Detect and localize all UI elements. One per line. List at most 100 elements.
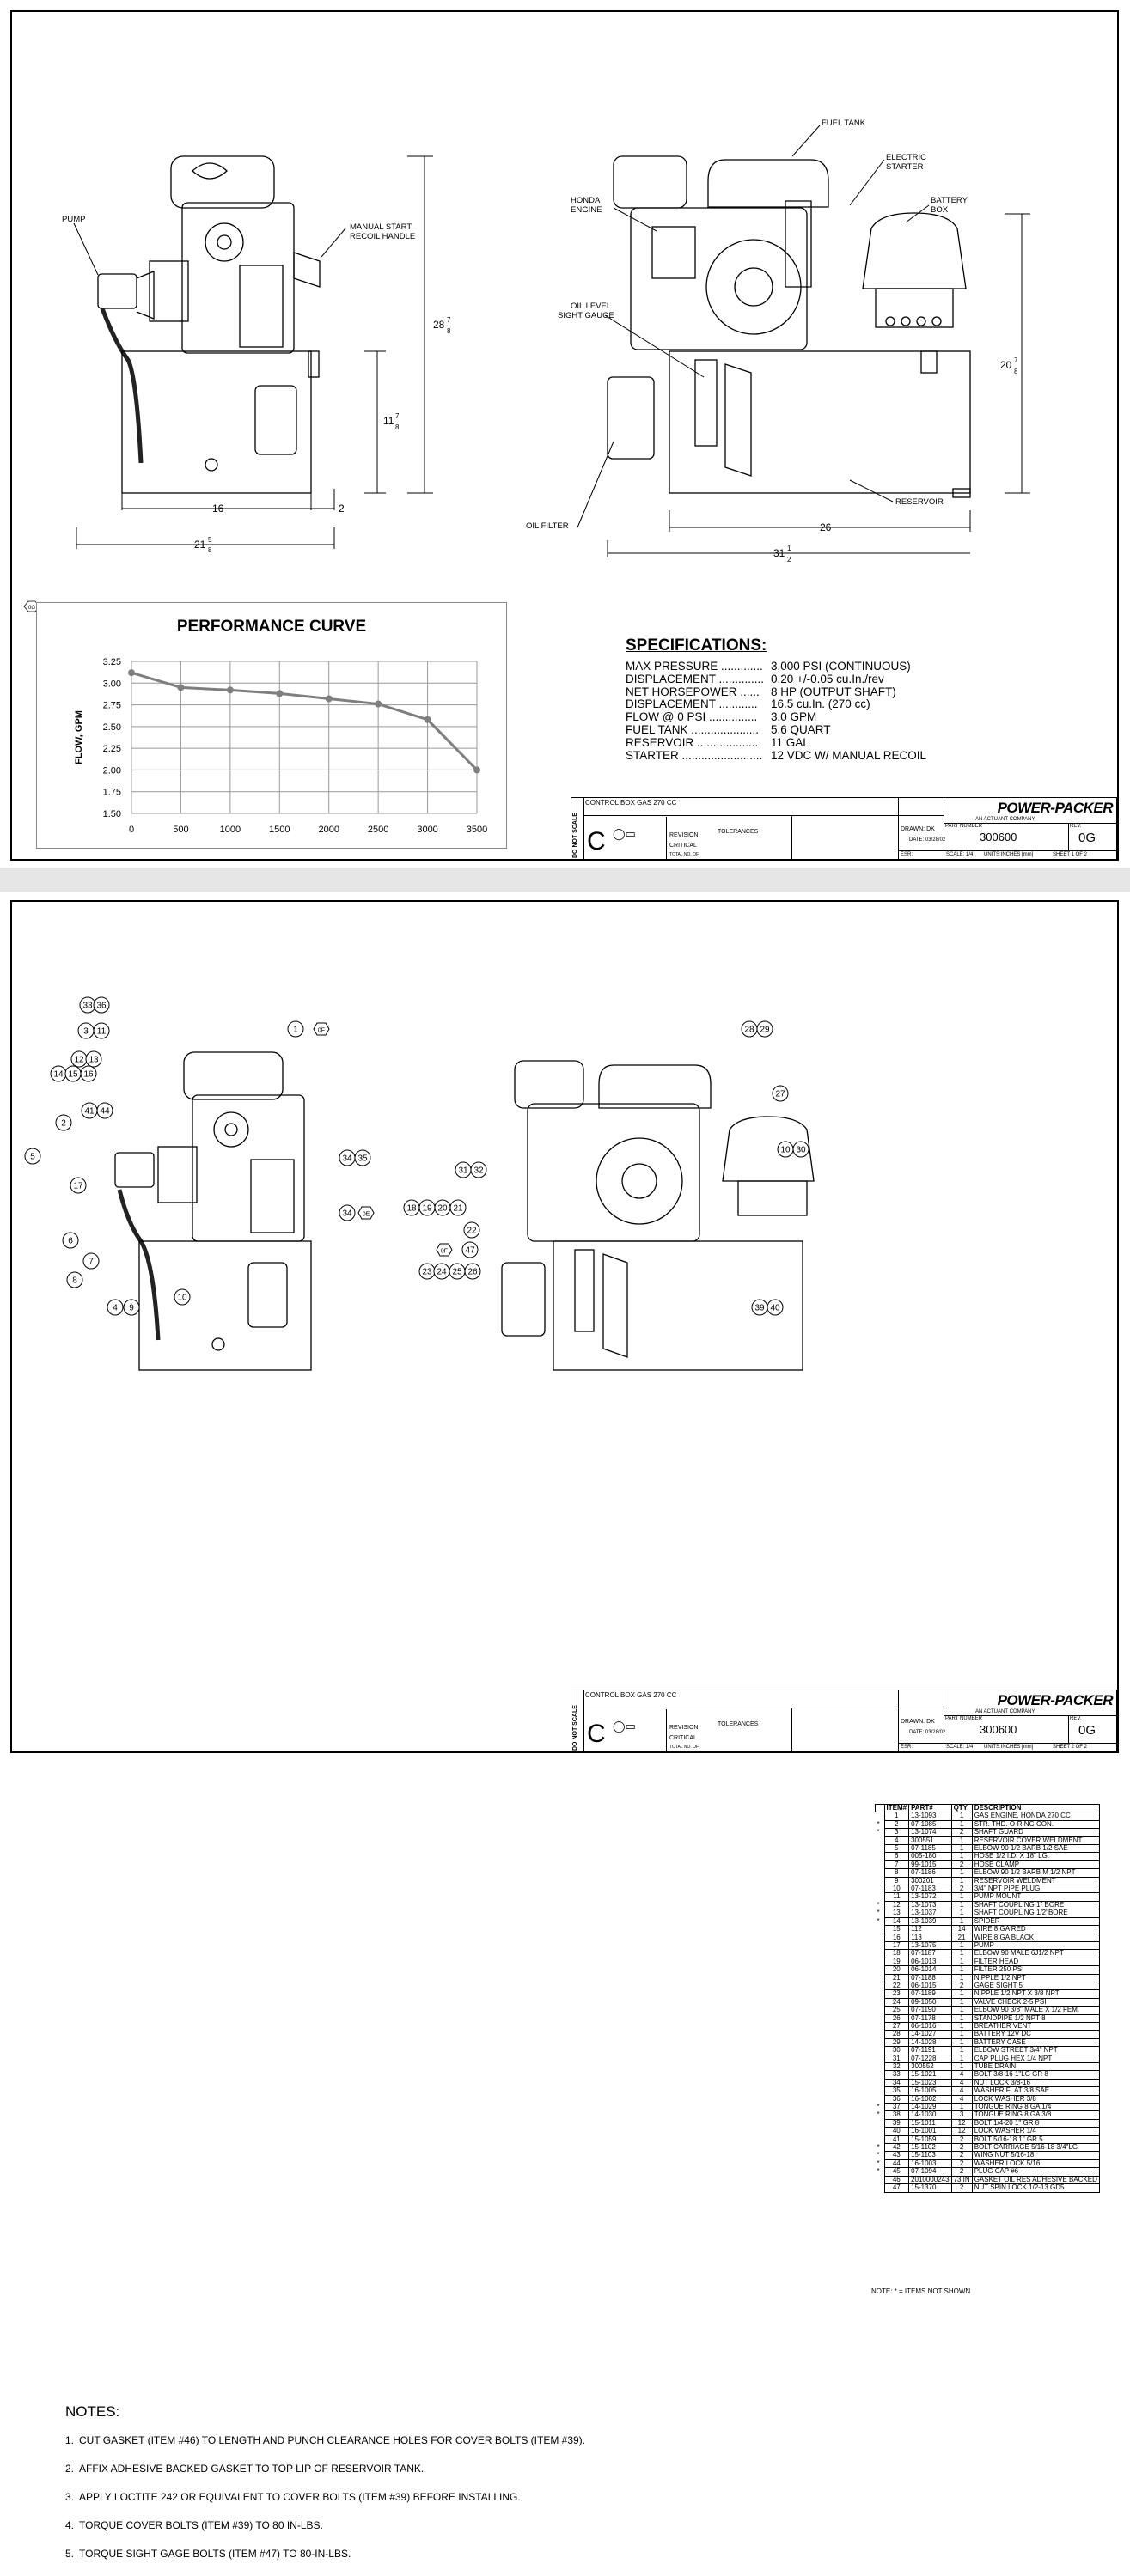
bom-qty: 1 xyxy=(950,2054,973,2064)
bom-item: 44 xyxy=(883,2159,910,2169)
bom-qty: 2 xyxy=(950,2151,973,2160)
callout-label: 8 xyxy=(72,1276,77,1286)
bom-qty: 1 xyxy=(950,2030,973,2039)
tb-size: C xyxy=(587,827,606,856)
note-number: 1. xyxy=(65,2434,75,2446)
callout-bubble xyxy=(313,1022,330,1036)
dim-28-den: 8 xyxy=(447,327,451,335)
dim-20: 20 xyxy=(1000,359,1012,371)
tb-esr: ESR: xyxy=(901,852,913,857)
bom-mark xyxy=(876,1934,885,1941)
x-tick-label: 0 xyxy=(129,825,134,835)
bom-desc: WASHER LOCK 5/16 xyxy=(971,2159,1100,2169)
bom-desc: ELBOW 90 MALE 6J1/2 NPT xyxy=(971,1949,1100,1958)
bom-desc: ELBOW 90 1/2 BARB M 1/2 NPT xyxy=(971,1868,1100,1878)
bom-mark xyxy=(876,1966,885,1974)
bom-part: 16-1002 xyxy=(908,2094,952,2104)
dim-11: 11 xyxy=(383,415,394,427)
tb-esr: ESR: xyxy=(901,1745,913,1750)
note-number: 5. xyxy=(65,2548,75,2560)
label-oil-level-2: SIGHT GAUGE xyxy=(558,311,614,320)
notes-list: 1. CUT GASKET (ITEM #46) TO LENGTH AND PU… xyxy=(65,2434,839,2560)
callout-bubble xyxy=(470,1161,487,1178)
bom-desc: TONGUE RING 8 GA 1/4 xyxy=(971,2103,1100,2112)
bom-item: 38 xyxy=(883,2110,910,2120)
callout-label: 34 xyxy=(342,1209,352,1219)
bom-desc: SHAFT GUARD xyxy=(971,1828,1100,1837)
bom-part: 09-1050 xyxy=(908,1997,952,2007)
dim-21-num: 5 xyxy=(208,536,212,544)
callout-label: 36 xyxy=(96,1002,107,1011)
bom-item: 1 xyxy=(883,1812,910,1821)
bom-mark xyxy=(876,1845,885,1853)
bom-part: 06-1014 xyxy=(908,1965,952,1975)
bom-desc: 3/4" NPT PIPE PLUG xyxy=(971,1885,1100,1894)
bom-mark xyxy=(876,1926,885,1934)
bom-part: 13-1037 xyxy=(908,1909,952,1918)
note-text: TORQUE COVER BOLTS (ITEM #39) TO 80 IN-L… xyxy=(79,2519,323,2531)
note-text: TORQUE SIGHT GAGE BOLTS (ITEM #47) TO 80… xyxy=(79,2548,351,2560)
note-number: 4. xyxy=(65,2519,75,2531)
dim-20-num: 7 xyxy=(1014,356,1018,364)
tb-brand: POWER-PACKER xyxy=(997,1692,1114,1708)
bom-item: 18 xyxy=(883,1949,910,1958)
callout-label: 39 xyxy=(754,1304,765,1313)
callout-label: 4 xyxy=(113,1304,118,1313)
bom-part: 13-1093 xyxy=(908,1812,952,1821)
bom-part: 15-1102 xyxy=(908,2143,952,2153)
bom-mark: * xyxy=(877,2143,880,2152)
bom-mark: * xyxy=(877,2103,880,2111)
dim-28-num: 7 xyxy=(447,316,451,324)
callout-label: 0F xyxy=(318,1028,325,1034)
bom-part: 13-1073 xyxy=(908,1900,952,1910)
label-manual-start-2: RECOIL HANDLE xyxy=(350,232,415,241)
bom-qty: 4 xyxy=(950,2094,973,2104)
callout-bubble xyxy=(287,1020,304,1038)
do-not-scale: DO NOT SCALE xyxy=(572,813,578,858)
spec-row: NET HORSEPOWER ......8 HP (OUTPUT SHAFT) xyxy=(626,685,1021,699)
bom-desc: NIPPLE 1/2 NPT xyxy=(971,1973,1100,1982)
spec-row: RESERVOIR ...................11 GAL xyxy=(626,736,1021,750)
callout-bubble xyxy=(80,1065,97,1082)
bom-header-part: PART# xyxy=(908,1803,952,1813)
bom-mark xyxy=(876,1860,885,1868)
projection-icon: ◯▭ xyxy=(613,1720,636,1733)
bom-mark xyxy=(876,2063,885,2071)
bom-qty: 1 xyxy=(950,1909,973,1918)
spec-key: RESERVOIR ................... xyxy=(626,736,759,749)
bom-part: 16-1001 xyxy=(908,2127,952,2136)
bom-part: 2010000243 xyxy=(908,2175,952,2185)
exploded-left-assembly xyxy=(114,1051,312,1371)
bom-item: 28 xyxy=(883,2030,910,2039)
bom-mark xyxy=(876,2022,885,2030)
bom-part: 14-1029 xyxy=(908,2103,952,2112)
bom-part: 07-1190 xyxy=(908,2006,952,2015)
bom-mark xyxy=(876,2128,885,2135)
bom-part: 005-180 xyxy=(908,1852,952,1861)
callout-label: 16 xyxy=(83,1070,94,1080)
spec-row: STARTER .........................12 VDC … xyxy=(626,749,1021,763)
callout-bubble xyxy=(461,1241,479,1258)
tb-units: UNITS:INCHES [mm] xyxy=(984,1745,1034,1750)
y-tick-label: 1.50 xyxy=(103,809,121,819)
label-oil-filter: OIL FILTER xyxy=(526,521,569,531)
callout-label: 0E xyxy=(363,1212,370,1218)
bom-mark xyxy=(876,2031,885,2038)
callout-bubble xyxy=(85,1050,102,1068)
bom-desc: SHAFT COUPLING 1" BORE xyxy=(971,1900,1100,1910)
callout-label: 32 xyxy=(473,1166,484,1176)
notes-title: NOTES: xyxy=(65,2403,120,2420)
flow-point xyxy=(226,686,234,694)
tb-part-number: 300600 xyxy=(980,831,1017,843)
bom-qty: 4 xyxy=(950,2070,973,2080)
note-text: CUT GASKET (ITEM #46) TO LENGTH AND PUNC… xyxy=(79,2434,586,2446)
